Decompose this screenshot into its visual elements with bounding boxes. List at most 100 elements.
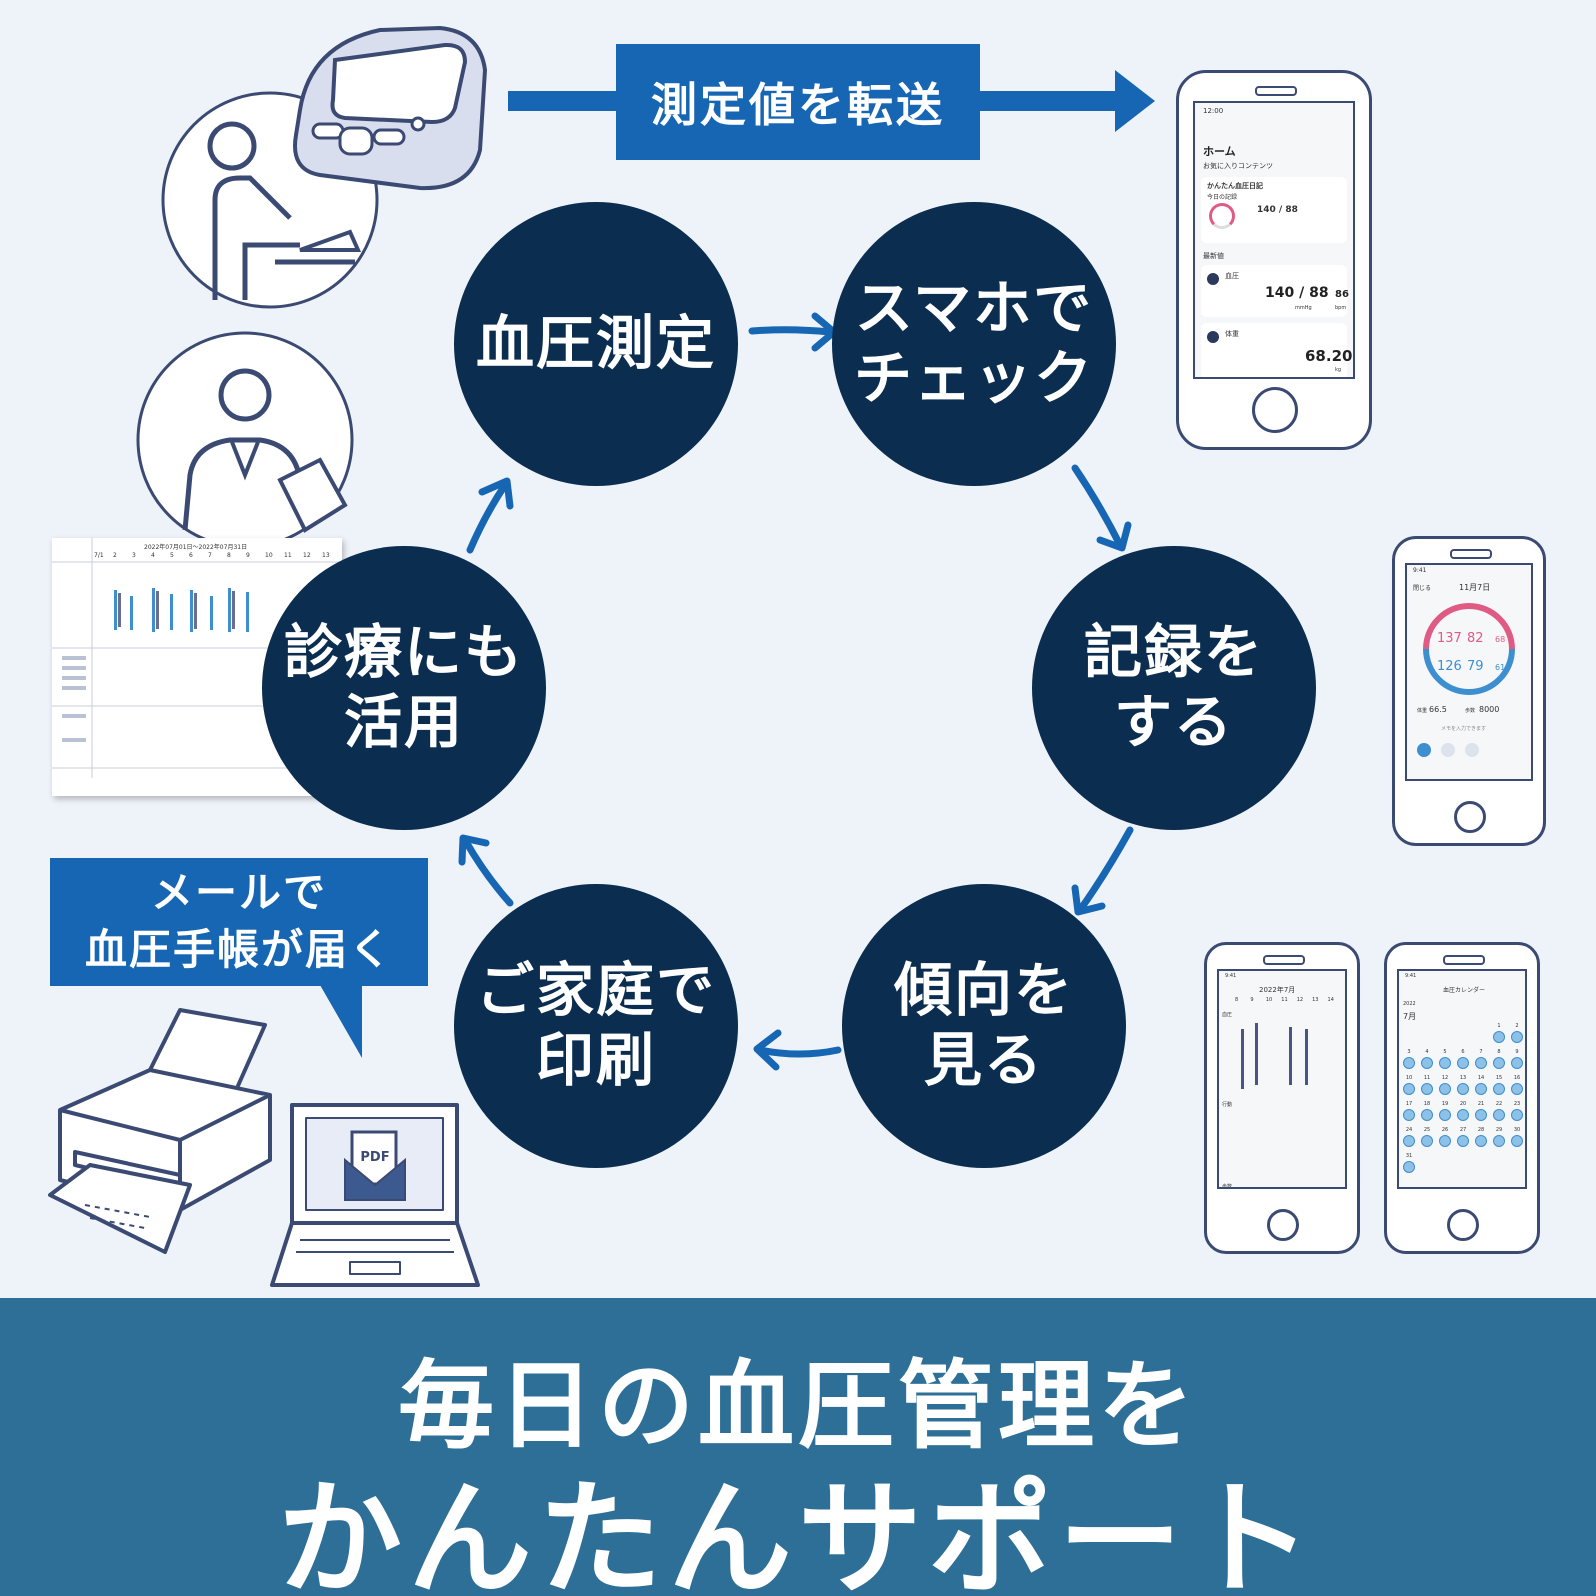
calendar-day: 8 xyxy=(1491,1049,1507,1069)
phone-day-record: 9:41 閉じる 11月7日 137 82 68 126 79 61 体重 66… xyxy=(1392,536,1546,846)
report-day: 7 xyxy=(208,552,212,559)
report-day: 8 xyxy=(227,552,231,559)
phone-screen: 9:41 2022年7月 8 9 10 11 12 13 14 血圧 行動 歩数 xyxy=(1217,969,1347,1189)
steps-label: 歩数 xyxy=(1222,1184,1233,1189)
calendar-day: 13 xyxy=(1455,1075,1471,1095)
report-day: 2 xyxy=(113,552,117,559)
close-link: 閉じる xyxy=(1413,585,1432,592)
pulse-unit: bpm xyxy=(1335,305,1347,311)
report-day: 13 xyxy=(322,552,330,559)
bp-card: 血圧 140 / 88 86 mmHg bpm xyxy=(1201,265,1349,317)
calendar-bp-dot xyxy=(1511,1109,1523,1121)
calendar-bp-dot xyxy=(1439,1109,1451,1121)
calendar-day: 27 xyxy=(1455,1127,1471,1147)
home-title: ホーム xyxy=(1203,145,1236,158)
day-title: 11月7日 xyxy=(1459,583,1491,592)
status-time: 9:41 xyxy=(1413,567,1427,574)
calendar-bp-dot xyxy=(1511,1057,1523,1069)
mail-callout: メールで 血圧手帳が届く xyxy=(50,858,428,986)
calendar-bp-dot xyxy=(1475,1057,1487,1069)
status-time: 9:41 xyxy=(1225,973,1237,979)
calendar-bp-dot xyxy=(1493,1031,1505,1043)
calendar-day: 10 xyxy=(1401,1075,1417,1095)
report-grid xyxy=(52,538,342,778)
calendar-day: 12 xyxy=(1437,1075,1453,1095)
calendar-day: 2 xyxy=(1509,1023,1525,1043)
am-arc xyxy=(1407,583,1531,715)
step-circle-print: ご家庭で 印刷 xyxy=(454,884,738,1168)
bp-label: 血圧 xyxy=(1225,272,1239,280)
diary-ring xyxy=(1209,203,1235,229)
calendar-bp-dot xyxy=(1403,1083,1415,1095)
home-button xyxy=(1267,1209,1299,1241)
calendar-bp-dot xyxy=(1475,1109,1487,1121)
phone-speaker xyxy=(1263,955,1305,965)
step-circle-record: 記録を する xyxy=(1032,546,1316,830)
report-day: 10 xyxy=(265,552,273,559)
calendar-bp-dot xyxy=(1457,1057,1469,1069)
calendar-day: 16 xyxy=(1509,1075,1525,1095)
calendar-day: 15 xyxy=(1491,1075,1507,1095)
phone-screen: 12:00 ホーム お気に入りコンテンツ かんたん血圧日記 今日の記録 140 … xyxy=(1193,101,1355,379)
weight-icon xyxy=(1207,331,1219,343)
bp-label: 血圧 xyxy=(1222,1012,1233,1018)
bar xyxy=(1289,1027,1292,1085)
pm-dia: 79 xyxy=(1467,659,1484,674)
pdf-mail-icon xyxy=(344,1130,406,1201)
calendar-day: 7 xyxy=(1473,1049,1489,1069)
med-icon xyxy=(1417,743,1431,757)
doctor-icon xyxy=(136,331,354,549)
calendar-bp-dot xyxy=(1511,1135,1523,1147)
report-day-row: 7/1 2 3 4 5 6 7 8 9 10 11 12 13 xyxy=(94,552,342,559)
graph-day: 8 xyxy=(1235,997,1239,1003)
bp-value: 140 / 88 xyxy=(1265,285,1329,301)
step-circle-trend: 傾向を 見る xyxy=(842,884,1126,1168)
calendar-bp-dot xyxy=(1421,1135,1433,1147)
calendar-bp-dot xyxy=(1439,1057,1451,1069)
step-circle-check-phone: スマホで チェック xyxy=(832,202,1116,486)
calendar-bp-dot xyxy=(1403,1161,1415,1173)
report-day: 5 xyxy=(170,552,174,559)
report-day: 3 xyxy=(132,552,136,559)
calendar-day: 14 xyxy=(1473,1075,1489,1095)
weight-label: 体重 xyxy=(1225,330,1239,338)
graph-day: 9 xyxy=(1250,997,1254,1003)
graph-day: 13 xyxy=(1312,997,1319,1003)
cycle-arrows xyxy=(458,312,1134,1071)
pm-pulse: 61 xyxy=(1495,663,1506,672)
steps-label: 歩数 xyxy=(1465,708,1476,714)
phone-speaker xyxy=(1255,86,1297,96)
bp-icon xyxy=(1207,273,1219,285)
diary-card-values: 140 / 88 xyxy=(1257,205,1298,215)
calendar-bp-dot xyxy=(1457,1135,1469,1147)
pdf-label: PDF xyxy=(360,1150,390,1165)
calendar-bp-dot xyxy=(1403,1109,1415,1121)
med-icon xyxy=(1441,743,1455,757)
calendar-day: 17 xyxy=(1401,1101,1417,1121)
calendar-day: 26 xyxy=(1437,1127,1453,1147)
calendar-bp-dot xyxy=(1475,1083,1487,1095)
calendar-bp-dot xyxy=(1511,1083,1523,1095)
weight-value: 68.20 xyxy=(1305,347,1353,365)
step-circle-clinic: 診療にも 活用 xyxy=(262,546,546,830)
pm-sys: 126 xyxy=(1437,659,1462,674)
calendar-day: 31 xyxy=(1401,1153,1417,1173)
am-pulse: 68 xyxy=(1495,635,1506,644)
bar xyxy=(1255,1023,1258,1085)
calendar-day: 21 xyxy=(1473,1101,1489,1121)
calendar-day: 28 xyxy=(1473,1127,1489,1147)
calendar-day: 30 xyxy=(1509,1127,1525,1147)
bp-unit: mmHg xyxy=(1295,305,1312,311)
phone-home: 12:00 ホーム お気に入りコンテンツ かんたん血圧日記 今日の記録 140 … xyxy=(1176,70,1372,450)
med-icon xyxy=(1465,743,1479,757)
favorites-label: お気に入りコンテンツ xyxy=(1203,162,1273,170)
graph-day: 11 xyxy=(1281,997,1288,1003)
calendar-day: 29 xyxy=(1491,1127,1507,1147)
calendar-bp-dot xyxy=(1421,1109,1433,1121)
calendar-bp-dot xyxy=(1493,1057,1505,1069)
calendar-day: 5 xyxy=(1437,1049,1453,1069)
calendar-bp-dot xyxy=(1403,1135,1415,1147)
